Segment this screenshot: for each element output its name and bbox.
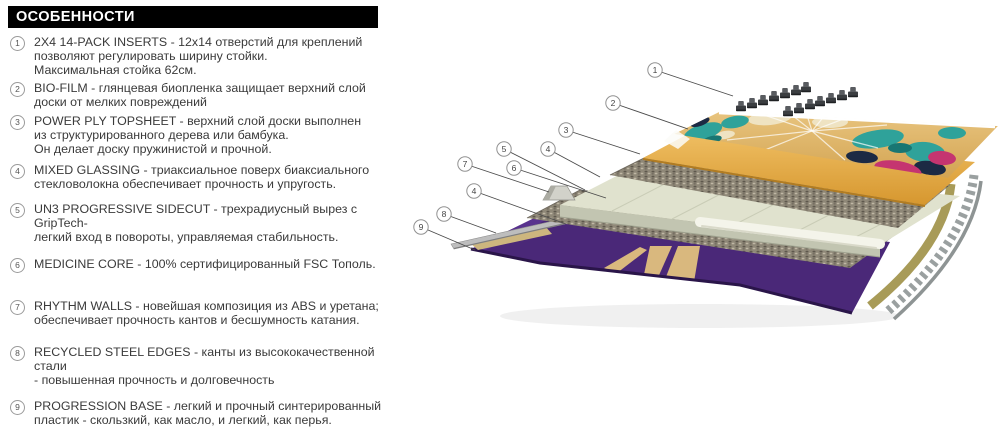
feature-number-badge: 8 <box>10 346 25 361</box>
feature-text: RHYTHM WALLS - новейшая композиция из AB… <box>34 299 379 327</box>
base-edge-tan-strip <box>470 226 552 250</box>
feature-number-badge: 4 <box>10 164 25 179</box>
feature-item-1: 1 2X4 14-PACK INSERTS - 12x14 отверстий … <box>8 35 408 77</box>
callout-6: 6 <box>506 160 607 199</box>
feature-text: UN3 PROGRESSIVE SIDECUT - трехрадиусный … <box>34 202 358 244</box>
feature-number-badge: 9 <box>10 400 25 415</box>
feature-number-badge: 6 <box>10 258 25 273</box>
feature-item-3: 3 POWER PLY TOPSHEET - верхний слой доск… <box>8 114 408 156</box>
feature-text: POWER PLY TOPSHEET - верхний слой доски … <box>34 114 362 156</box>
feature-item-5: 5 UN3 PROGRESSIVE SIDECUT - трехрадиусны… <box>8 202 408 244</box>
feature-text: BIO-FILM - глянцевая биопленка защищает … <box>34 81 366 109</box>
steel-edge-serrated <box>884 174 983 321</box>
callout-number: 8 <box>442 209 447 219</box>
feature-text: MIXED GLASSING - триаксиальное поверх би… <box>34 163 370 191</box>
feature-number-badge: 1 <box>10 36 25 51</box>
feature-text: 2X4 14-PACK INSERTS - 12x14 отверстий дл… <box>34 35 363 77</box>
callout-2: 2 <box>605 95 689 130</box>
callout-number: 1 <box>653 65 658 75</box>
callout-8: 8 <box>436 206 497 234</box>
callout-number: 5 <box>502 144 507 154</box>
callout-9: 9 <box>413 219 476 251</box>
bio-film-corner <box>664 130 690 149</box>
feature-item-2: 2 BIO-FILM - глянцевая биопленка защищае… <box>8 81 408 109</box>
callout-4-upper: 4 <box>540 141 601 178</box>
insert-pack-rows <box>736 82 858 117</box>
callout-3: 3 <box>558 122 641 155</box>
callout-7: 7 <box>457 156 550 193</box>
callout-number: 3 <box>564 125 569 135</box>
layer-power-ply <box>642 134 975 207</box>
feature-number-badge: 7 <box>10 300 25 315</box>
feature-item-7: 7 RHYTHM WALLS - новейшая композиция из … <box>8 299 408 327</box>
callout-number: 4 <box>546 144 551 154</box>
layer-wood-core <box>559 164 960 258</box>
callout-number: 9 <box>419 222 424 232</box>
feature-item-8: 8 RECYCLED STEEL EDGES - канты из высоко… <box>8 345 408 387</box>
feature-item-6: 6 MEDICINE CORE - 100% сертифицированный… <box>8 257 408 273</box>
features-panel: ОСОБЕННОСТИ 1 2X4 14-PACK INSERTS - 12x1… <box>8 6 408 427</box>
board-shadow <box>500 304 900 328</box>
callout-number: 7 <box>463 159 468 169</box>
feature-text: RECYCLED STEEL EDGES - канты из высокока… <box>34 345 375 387</box>
callout-4-lower: 4 <box>466 183 567 225</box>
callout-number: 2 <box>611 98 616 108</box>
feature-item-4: 4 MIXED GLASSING - триаксиальное поверх … <box>8 163 408 191</box>
callout-1: 1 <box>647 62 734 97</box>
feature-item-9: 9 PROGRESSION BASE - легкий и прочный си… <box>8 399 408 427</box>
feature-number-badge: 5 <box>10 203 25 218</box>
core-sidewall-white-rail <box>695 217 885 249</box>
layer-topsheet-graphic <box>664 111 998 178</box>
callout-number: 4 <box>472 186 477 196</box>
page-title: ОСОБЕННОСТИ <box>16 9 135 25</box>
sidewall-wedge <box>542 185 576 201</box>
feature-number-badge: 3 <box>10 115 25 130</box>
header-bar: ОСОБЕННОСТИ <box>8 6 378 28</box>
feature-number-badge: 2 <box>10 82 25 97</box>
callout-5: 5 <box>496 141 586 191</box>
bio-film-edge-highlight <box>718 111 996 129</box>
feature-text: MEDICINE CORE - 100% сертифицированный F… <box>34 257 376 271</box>
feature-text: PROGRESSION BASE - легкий и прочный синт… <box>34 399 382 427</box>
callout-number: 6 <box>512 163 517 173</box>
